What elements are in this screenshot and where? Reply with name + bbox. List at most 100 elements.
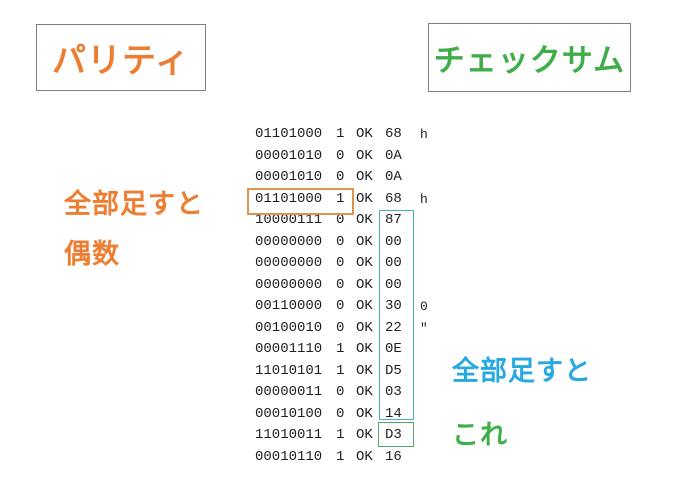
status-cell: OK <box>356 362 373 379</box>
char-cell <box>420 447 450 469</box>
char-cell: h <box>420 191 428 207</box>
hex-cell: 00 <box>385 233 402 250</box>
status-cell: OK <box>356 255 373 271</box>
status-cell: OK <box>356 276 373 293</box>
binary-cell: 00001110 <box>255 341 323 357</box>
status-cell: OK <box>356 405 373 422</box>
binary-cell: 01101000 <box>255 190 323 207</box>
char-cell: h <box>420 127 428 142</box>
parity-cell: 0 <box>336 319 345 336</box>
table-row: 00010100 0 OK 14 <box>255 404 450 426</box>
parity-cell: 0 <box>336 255 345 271</box>
parity-cell: 1 <box>336 362 345 379</box>
parity-annotation-line2: 偶数 <box>64 239 120 269</box>
binary-cell: 00010110 <box>255 448 323 465</box>
hex-cell: 03 <box>385 384 402 400</box>
binary-cell: 10000111 <box>255 212 323 228</box>
parity-cell: 1 <box>336 126 345 142</box>
status-cell: OK <box>356 448 373 465</box>
status-cell: OK <box>356 190 373 207</box>
binary-cell: 01101000 <box>255 126 323 142</box>
checksum-title-box: チェックサム <box>428 23 631 92</box>
hex-cell: 87 <box>385 212 402 228</box>
parity-cell: 0 <box>336 405 345 422</box>
status-cell: OK <box>356 233 373 250</box>
char-cell <box>420 232 450 254</box>
parity-cell: 0 <box>336 212 345 228</box>
hex-cell: 22 <box>385 319 402 336</box>
hex-cell: 16 <box>385 448 402 465</box>
table-row: 00110000 0 OK 30 0 <box>255 296 450 318</box>
binary-cell: 00110000 <box>255 298 323 314</box>
table-row: 11010101 1 OK D5 <box>255 361 450 383</box>
table-row: 00000000 0 OK 00 <box>255 275 450 297</box>
char-cell <box>420 425 450 447</box>
status-cell: OK <box>356 319 373 336</box>
status-cell: OK <box>356 126 373 142</box>
binary-cell: 00000000 <box>255 255 323 271</box>
status-cell: OK <box>356 341 373 357</box>
hex-cell: 68 <box>385 190 402 207</box>
parity-title-label: パリティ <box>52 42 190 80</box>
char-cell <box>420 146 450 168</box>
parity-cell: 1 <box>336 427 345 443</box>
hex-cell: 0A <box>385 169 402 185</box>
table-row: 00000000 0 OK 00 <box>255 232 450 254</box>
table-row: 00001110 1 OK 0E <box>255 339 450 361</box>
binary-cell: 00000000 <box>255 276 323 293</box>
table-row: 00100010 0 OK 22 ″ <box>255 318 450 340</box>
status-cell: OK <box>356 169 373 185</box>
binary-cell: 00001010 <box>255 147 323 164</box>
parity-annotation-line1: 全部足すと <box>64 189 204 219</box>
char-cell <box>420 275 450 297</box>
binary-cell: 00000011 <box>255 384 323 400</box>
parity-cell: 1 <box>336 341 345 357</box>
char-cell <box>420 382 450 404</box>
hex-cell: 14 <box>385 405 402 422</box>
hex-cell: 0E <box>385 341 402 357</box>
checksum-annotation-line1: 全部足すと <box>452 356 592 386</box>
hex-cell: 00 <box>385 276 402 293</box>
hex-cell: D3 <box>385 427 402 443</box>
table-row: 11010011 1 OK D3 <box>255 425 450 447</box>
status-cell: OK <box>356 384 373 400</box>
parity-cell: 1 <box>336 190 345 207</box>
table-row: 01101000 1 OK 68 h <box>255 124 450 146</box>
status-cell: OK <box>356 212 373 228</box>
parity-cell: 0 <box>336 233 345 250</box>
binary-cell: 00001010 <box>255 169 323 185</box>
char-cell: ″ <box>420 320 428 336</box>
parity-cell: 0 <box>336 147 345 164</box>
status-cell: OK <box>356 427 373 443</box>
hex-cell: 30 <box>385 298 402 314</box>
table-row: 00001010 0 OK 0A <box>255 167 450 189</box>
table-row: 00000011 0 OK 03 <box>255 382 450 404</box>
data-table: 01101000 1 OK 68 h 00001010 0 OK 0A 0000… <box>255 124 450 468</box>
binary-cell: 00100010 <box>255 319 323 336</box>
parity-cell: 0 <box>336 298 345 314</box>
hex-cell: 68 <box>385 126 402 142</box>
parity-title-box: パリティ <box>36 24 206 91</box>
table-row: 00010110 1 OK 16 <box>255 447 450 469</box>
status-cell: OK <box>356 298 373 314</box>
binary-cell: 11010011 <box>255 427 323 443</box>
hex-cell: 0A <box>385 147 402 164</box>
status-cell: OK <box>356 147 373 164</box>
binary-cell: 00010100 <box>255 405 323 422</box>
char-cell <box>420 339 450 361</box>
parity-cell: 1 <box>336 448 345 465</box>
hex-cell: 00 <box>385 255 402 271</box>
table-row: 10000111 0 OK 87 <box>255 210 450 232</box>
table-row: 01101000 1 OK 68 h <box>255 189 450 211</box>
binary-cell: 11010101 <box>255 362 323 379</box>
checksum-annotation-line2: これ <box>452 420 508 450</box>
parity-cell: 0 <box>336 384 345 400</box>
char-cell: 0 <box>420 299 428 314</box>
table-row: 00001010 0 OK 0A <box>255 146 450 168</box>
char-cell <box>420 404 450 426</box>
parity-cell: 0 <box>336 276 345 293</box>
char-cell <box>420 361 450 383</box>
parity-cell: 0 <box>336 169 345 185</box>
table-row: 00000000 0 OK 00 <box>255 253 450 275</box>
